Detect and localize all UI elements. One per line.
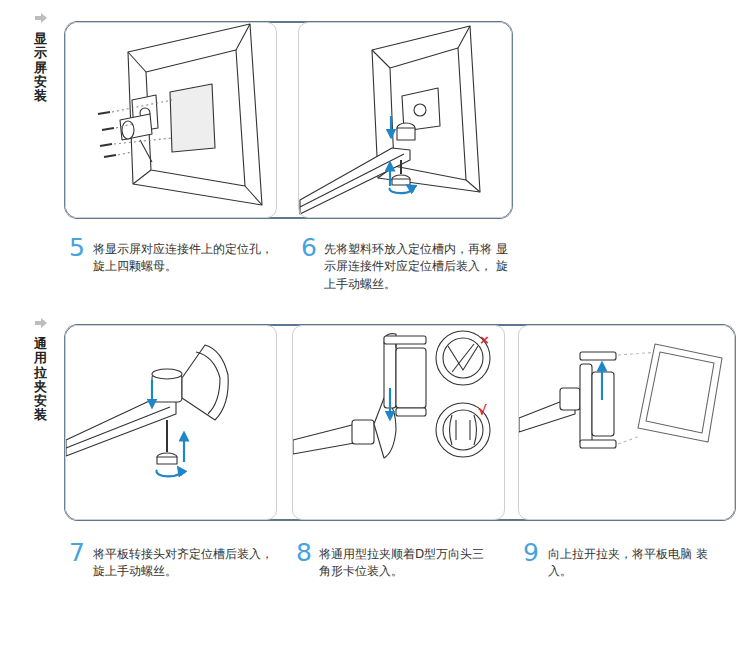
section-frame — [65, 325, 735, 520]
tablet — [638, 344, 722, 442]
clamp-with-tablet — [519, 352, 660, 448]
motion-arrow — [152, 116, 602, 476]
step-panel: 5将显示屏对应连接件上的定位孔， 旋上四颗螺母。 — [65, 22, 277, 218]
right-mark: √ — [478, 404, 487, 417]
step-panel: 8将通用型拉夹顺着D型万向头三 角形卡位装入。 — [292, 325, 505, 520]
step-caption: 先将塑料环放入定位槽内，再将 显示屏连接件对应定位槽后装入， 旋上手动螺丝。 — [324, 241, 514, 293]
monitor-back — [120, 24, 262, 205]
step-panel: 6先将塑料环放入定位槽内，再将 显示屏连接件对应定位槽后装入， 旋上手动螺丝。 — [298, 22, 512, 218]
step-number: 7 — [69, 540, 85, 565]
monitor-on-arm — [300, 26, 480, 214]
step-caption: 将通用型拉夹顺着D型万向头三 角形卡位装入。 — [319, 546, 499, 581]
detail-circle — [436, 331, 490, 457]
section-title: 通用拉夹安装 — [34, 337, 47, 423]
screw — [98, 100, 172, 157]
section-icon — [35, 13, 47, 328]
step-number: 5 — [69, 235, 85, 260]
step-caption: 将平板转接头对齐定位槽后装入， 旋上手动螺丝。 — [93, 546, 288, 581]
universal-clamp — [293, 334, 426, 458]
step-panel: 9向上拉开拉夹，将平板电脑 装入。 — [518, 325, 735, 520]
step-number: 8 — [296, 540, 312, 565]
section-title: 显示屏安装 — [34, 32, 47, 103]
step-number: 6 — [301, 235, 317, 260]
step-number: 9 — [523, 540, 539, 565]
tablet-adapter — [66, 345, 228, 464]
section-frame — [65, 22, 512, 218]
wrong-mark: × — [479, 333, 490, 346]
step-panel: 7将平板转接头对齐定位槽后装入， 旋上手动螺丝。 — [65, 325, 277, 520]
step-caption: 向上拉开拉夹，将平板电脑 装入。 — [548, 546, 728, 581]
step-caption: 将显示屏对应连接件上的定位孔， 旋上四颗螺母。 — [93, 241, 288, 276]
